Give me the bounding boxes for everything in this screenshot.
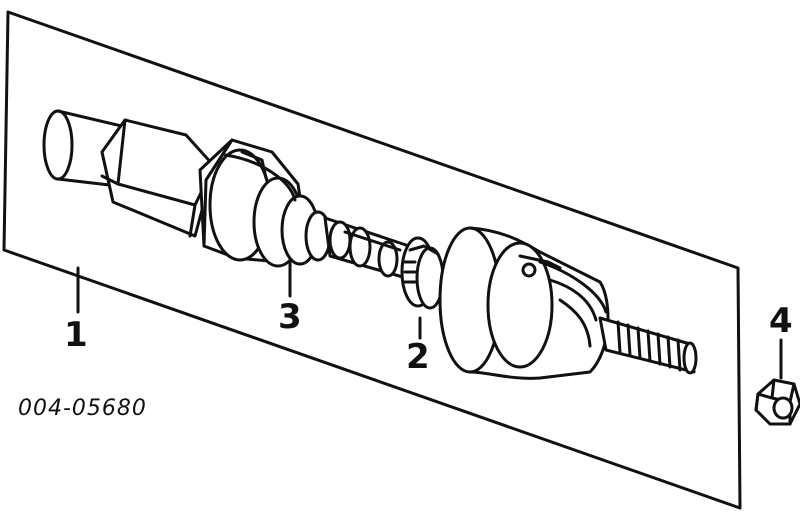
callout-4: 4: [769, 301, 793, 341]
callout-1: 1: [64, 315, 88, 355]
callout-3: 3: [278, 297, 302, 337]
background-panel: [2, 10, 742, 510]
clamp-ring: [400, 236, 445, 310]
hex-housing: [100, 118, 216, 238]
callout-2: 2: [406, 337, 430, 377]
inner-cv-joint: [198, 138, 332, 268]
threaded-stub: [598, 316, 698, 375]
hex-nut: [754, 378, 800, 426]
part-code-label: 004-05680: [18, 396, 147, 421]
outer-cv-joint: [438, 226, 610, 380]
